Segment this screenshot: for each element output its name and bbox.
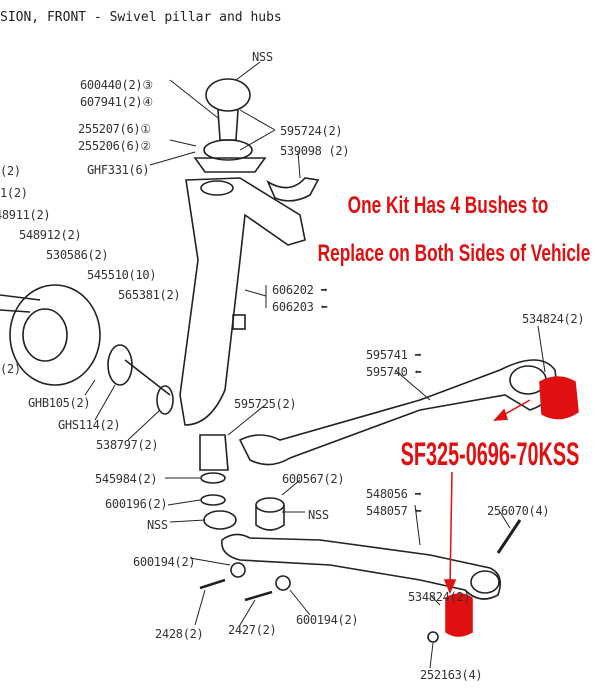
swivel-pillar [179,177,306,426]
part-label: NSS [252,50,273,64]
part-label: 255207(6)① [78,122,151,136]
seal [107,344,133,386]
part-label: 548912(2) [19,228,82,242]
part-label: 606203 ⬅ [272,300,328,314]
part-label: 538797(2) [96,438,159,452]
kit-callout-line1: One Kit Has 4 Bushes to [347,192,549,219]
part-label: 534824(2) [408,590,471,604]
part-label: 2427(2) [228,623,277,637]
part-label: 600567(2) [282,472,345,486]
part-label: 534824(2) [522,312,585,326]
part-label: 607941(2)④ [80,95,153,109]
part-label: 2428(2) [155,627,204,641]
lower-arm [221,533,501,600]
part-label: 565381(2) [118,288,181,302]
part-label: 606202 ➡ [272,283,328,297]
part-label: 252163(4) [420,668,483,682]
part-label: 595725(2) [234,397,297,411]
upper-arm [238,359,557,466]
top-mount [203,139,253,161]
split-pin-2428 [199,578,226,590]
part-label: 548057 ⬅ [366,504,422,518]
nut-600194 [275,575,291,591]
part-label: GHS114(2) [58,418,121,432]
part-label: GHB105(2) [28,396,91,410]
part-label: NSS [308,508,329,522]
part-label: 600194(2) [296,613,359,627]
part-label: 530586(2) [46,248,109,262]
part-label: (2) [0,164,21,178]
part-label: 600440(2)③ [80,78,153,92]
bolt-256070 [496,519,522,554]
ball-joint [199,434,229,471]
part-label: 256070(4) [487,504,550,518]
nut-600194 [230,562,246,578]
split-pin-2427 [244,590,273,602]
part-label: 600194(2) [133,555,196,569]
part-label: 595724(2) [280,124,343,138]
part-label: NSS [147,518,168,532]
kit-callout-line2: Replace on Both Sides of Vehicle [317,240,591,267]
part-label: GHF331(6) [87,163,150,177]
part-label: 548056 ➡ [366,487,422,501]
part-label: 595740 ⬅ [366,365,422,379]
part-label: 255206(6)② [78,139,151,153]
part-label: 600196(2) [105,497,168,511]
nss-boot [205,78,251,112]
part-label: 539098 (2) [280,144,350,158]
highlight-bush-lower [445,593,473,637]
part-label: 545984(2) [95,472,158,486]
diagram-title: SION, FRONT - Swivel pillar and hubs [0,10,282,25]
plate-539098 [266,177,320,202]
part-label: (2) [0,362,21,376]
kit-part-number: SF325-0696-70KSS [400,436,580,472]
highlight-bush-upper [539,376,579,420]
hub [9,284,101,386]
part-label: 548911(2) [0,208,51,222]
part-label: 1(2) [0,186,28,200]
part-label: 595741 ➡ [366,348,422,362]
part-label: 545510(10) [87,268,157,282]
bush-600567 [255,497,285,513]
washer-252163 [427,631,439,643]
